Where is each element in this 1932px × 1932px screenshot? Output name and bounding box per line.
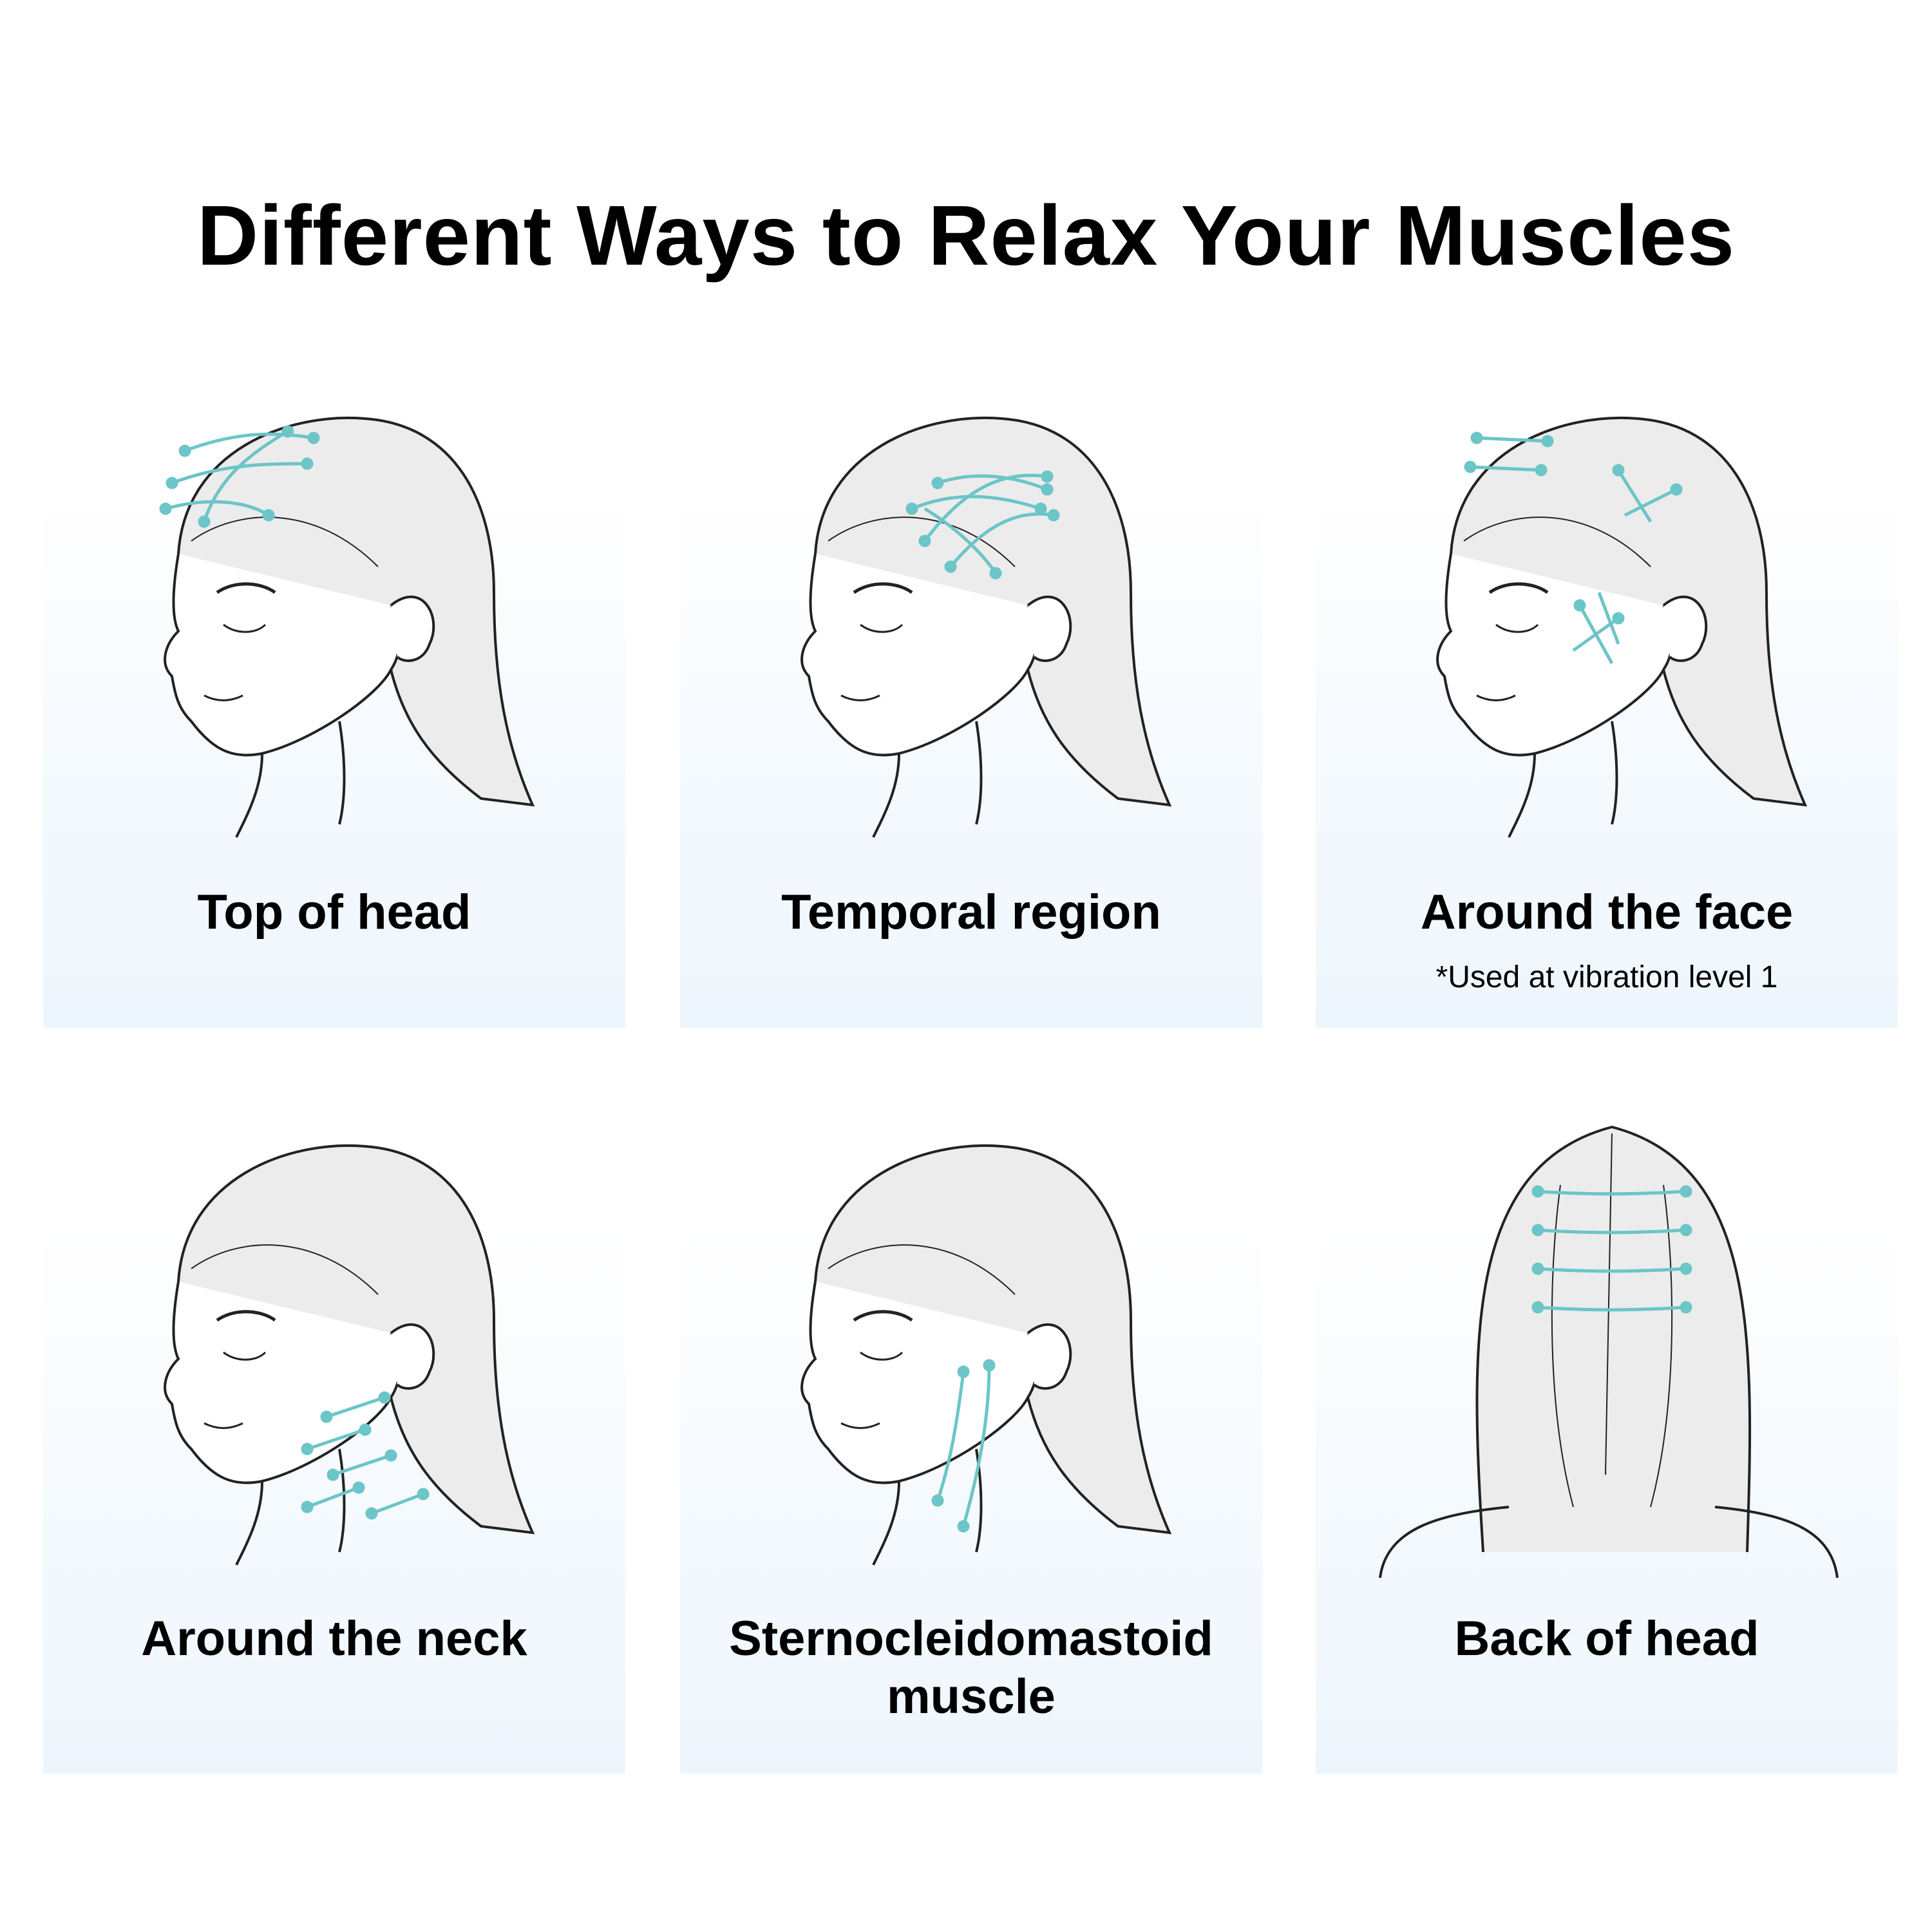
massage-lines [931, 1359, 996, 1533]
card-temporal-region: Temporal region [680, 361, 1262, 1028]
card-label: Sternocleidomastoid muscle [729, 1611, 1213, 1724]
massage-lines [159, 425, 320, 528]
card-around-the-face: Around the face *Used at vibration level… [1316, 361, 1898, 1028]
card-label: Around the face [1420, 885, 1794, 940]
card-around-the-neck: Around the neck [43, 1088, 625, 1774]
card-label: Temporal region [781, 885, 1161, 940]
massage-lines [1464, 431, 1683, 665]
page-title: Different Ways to Relax Your Muscles [196, 188, 1736, 283]
massage-lines [1531, 1185, 1692, 1314]
head-illustration-neck [43, 1088, 625, 1604]
head-illustration-top [159, 361, 625, 876]
head-illustration-face [1316, 361, 1898, 876]
card-back-of-head: Back of head [1316, 1088, 1898, 1774]
head-illustration-scm [680, 1088, 1262, 1604]
card-sternocleidomastoid: Sternocleidomastoid muscle [680, 1088, 1262, 1774]
card-top-of-head: Top of head [43, 361, 625, 1028]
card-label: Around the neck [141, 1611, 527, 1666]
card-label: Back of head [1454, 1611, 1759, 1666]
head-illustration-back [1379, 1125, 1839, 1578]
head-illustration-temporal [680, 361, 1262, 876]
massage-lines [905, 470, 1060, 580]
card-note: *Used at vibration level 1 [1435, 960, 1778, 994]
card-label: Top of head [197, 885, 471, 940]
massage-lines [301, 1391, 430, 1520]
